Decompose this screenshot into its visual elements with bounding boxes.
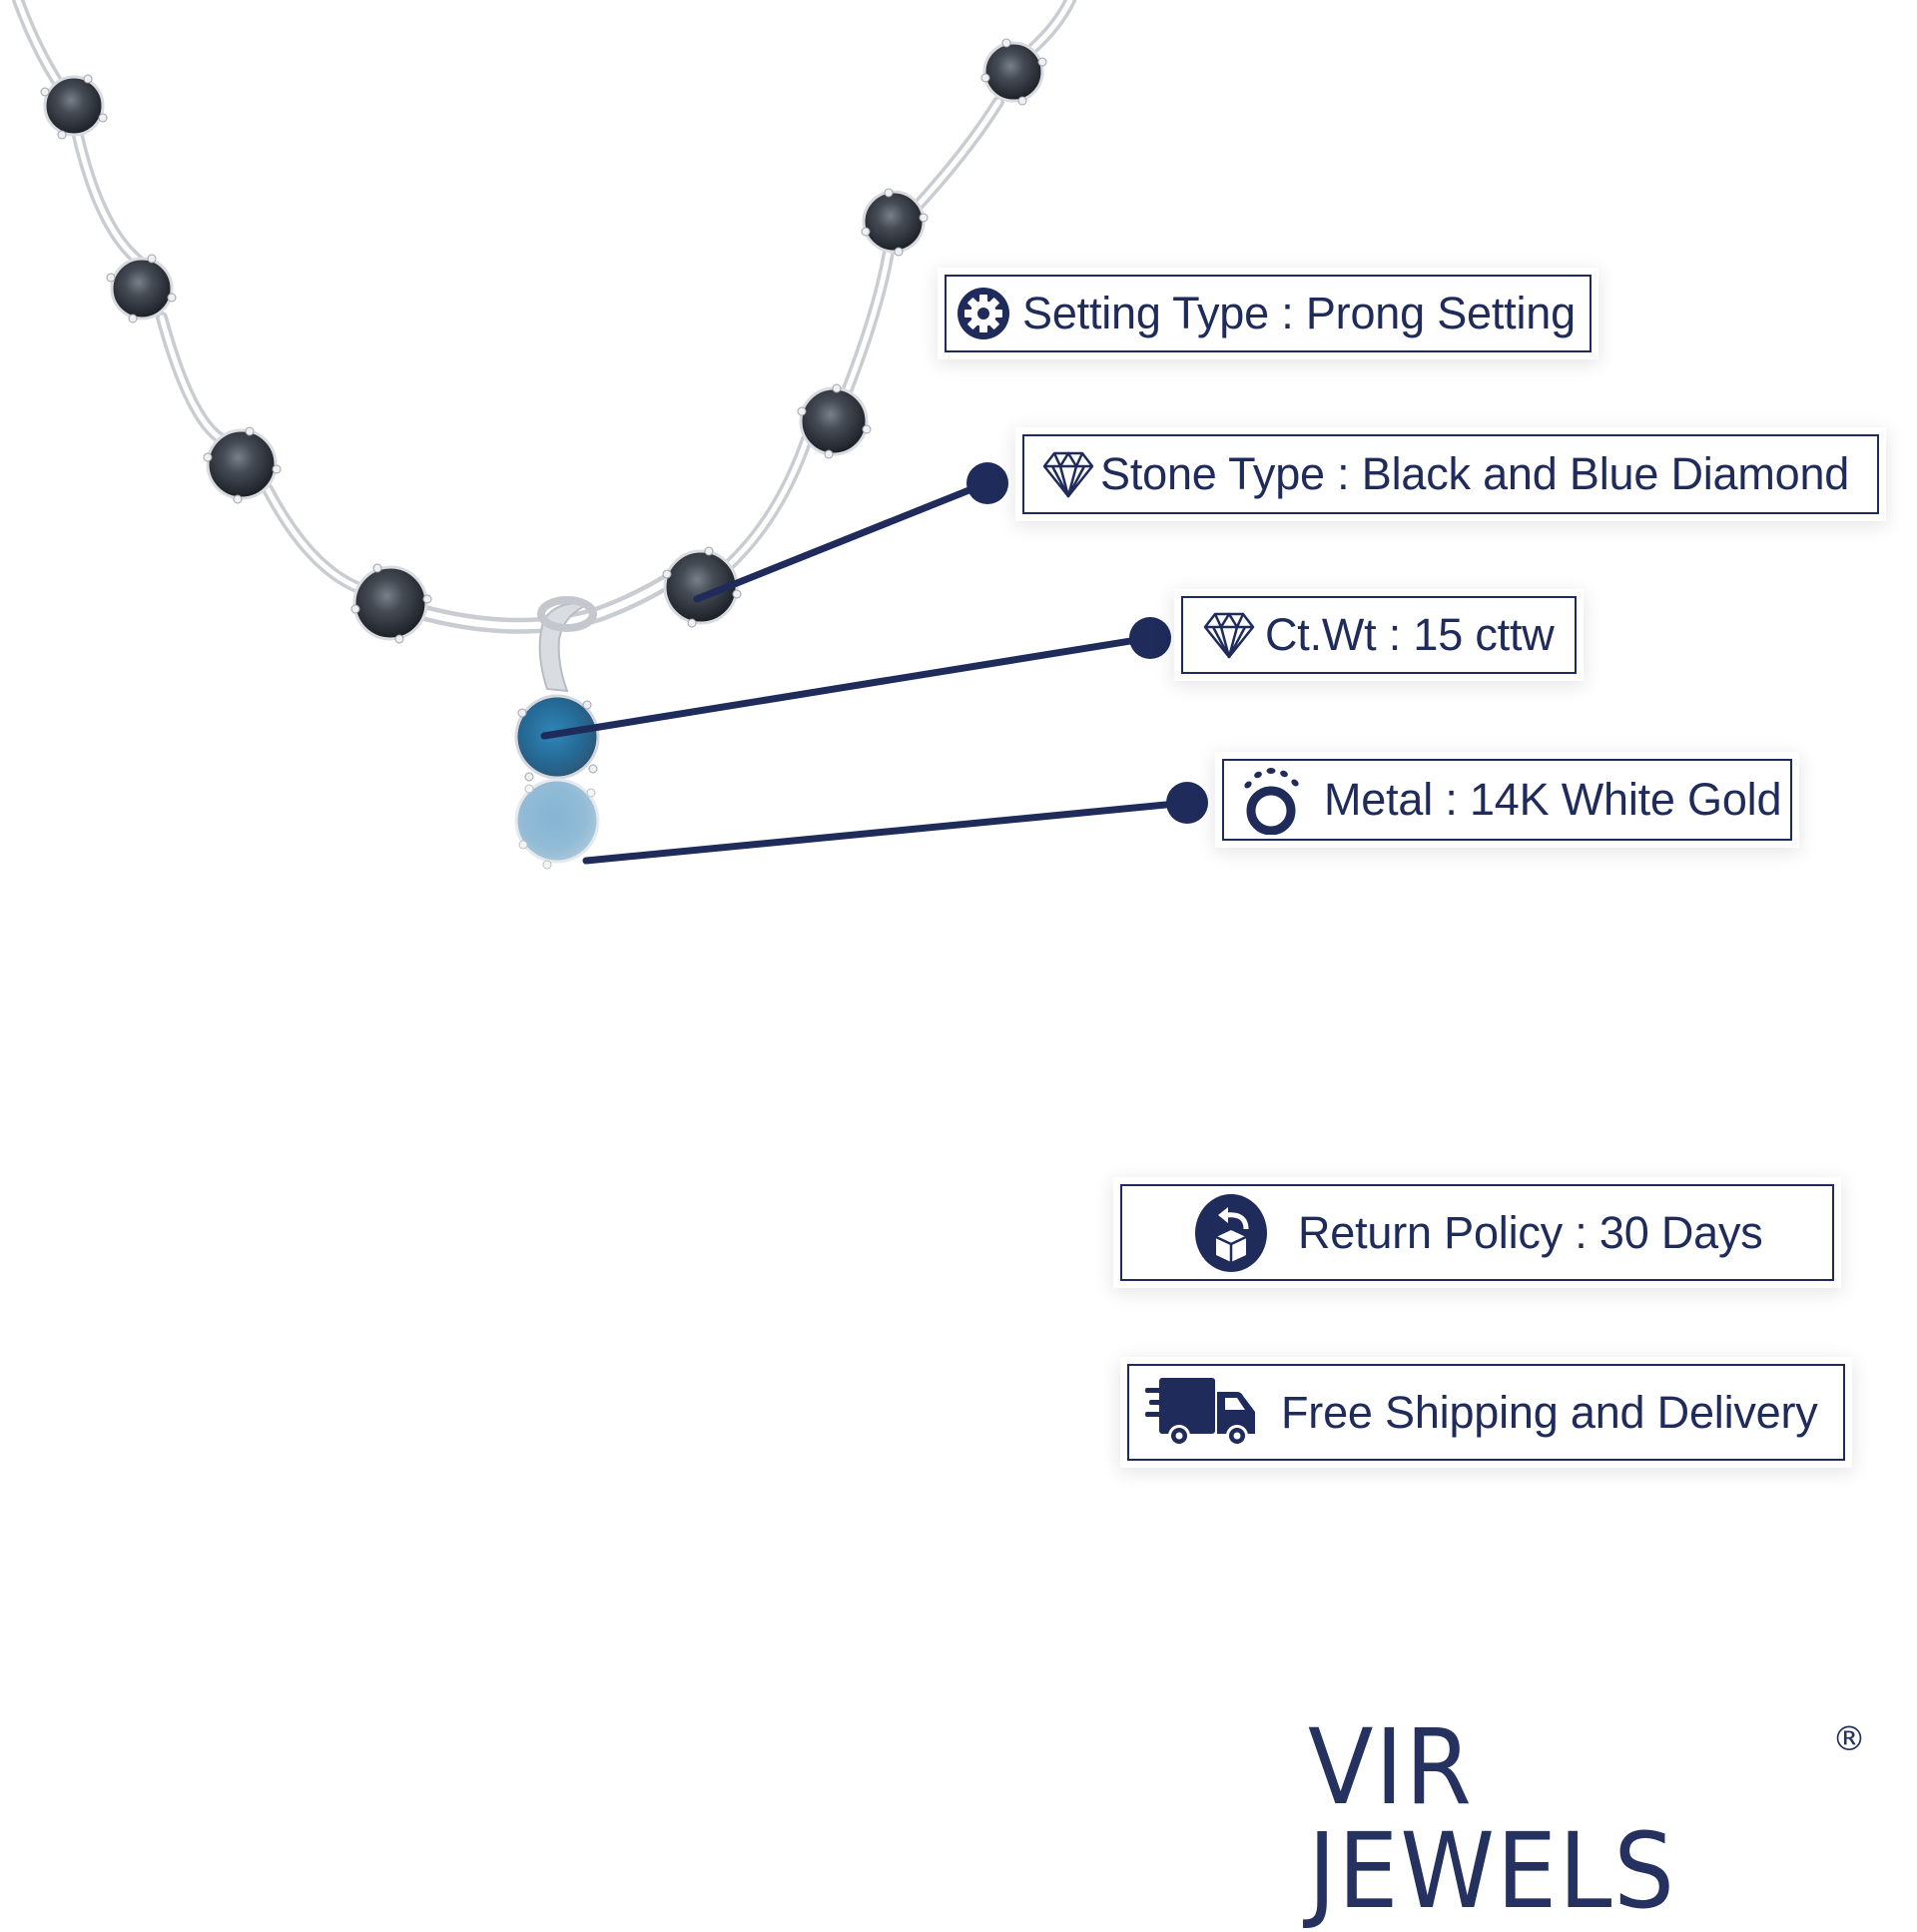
callout-lines <box>540 479 1190 865</box>
blue-diamond-reflection <box>514 778 600 870</box>
return-policy-box: Return Policy : 30 Days <box>1120 1184 1834 1281</box>
metal-box: Metal : 14K White Gold <box>1222 759 1792 841</box>
ring-icon <box>1240 765 1304 835</box>
brand-logo: VIR JEWELS <box>1308 1706 1676 1932</box>
free-shipping-label: Free Shipping and Delivery <box>1281 1386 1818 1438</box>
callout-dots <box>966 462 1208 824</box>
setting-type-box: Setting Type : Prong Setting <box>945 275 1592 352</box>
stone-type-box: Stone Type : Black and Blue Diamond <box>1022 434 1879 514</box>
pendant-bail <box>537 596 597 693</box>
return-box-icon <box>1194 1193 1268 1273</box>
diamond-icon <box>1042 450 1094 498</box>
setting-type-label: Setting Type : Prong Setting <box>1022 288 1576 338</box>
metal-label: Metal : 14K White Gold <box>1324 774 1782 825</box>
registered-mark: ® <box>1832 1719 1866 1759</box>
delivery-truck-icon <box>1145 1376 1257 1450</box>
chain <box>12 0 1076 634</box>
free-shipping-box: Free Shipping and Delivery <box>1127 1364 1845 1461</box>
gear-icon <box>957 287 1010 340</box>
diamond-icon <box>1203 611 1255 659</box>
carat-weight-label: Ct.Wt : 15 cttw <box>1265 609 1555 660</box>
stone-type-label: Stone Type : Black and Blue Diamond <box>1100 448 1850 499</box>
carat-weight-box: Ct.Wt : 15 cttw <box>1181 596 1577 674</box>
prongs <box>40 38 1047 644</box>
black-stones <box>43 41 1044 641</box>
blue-diamond-pendant <box>514 694 600 782</box>
return-policy-label: Return Policy : 30 Days <box>1298 1206 1763 1258</box>
